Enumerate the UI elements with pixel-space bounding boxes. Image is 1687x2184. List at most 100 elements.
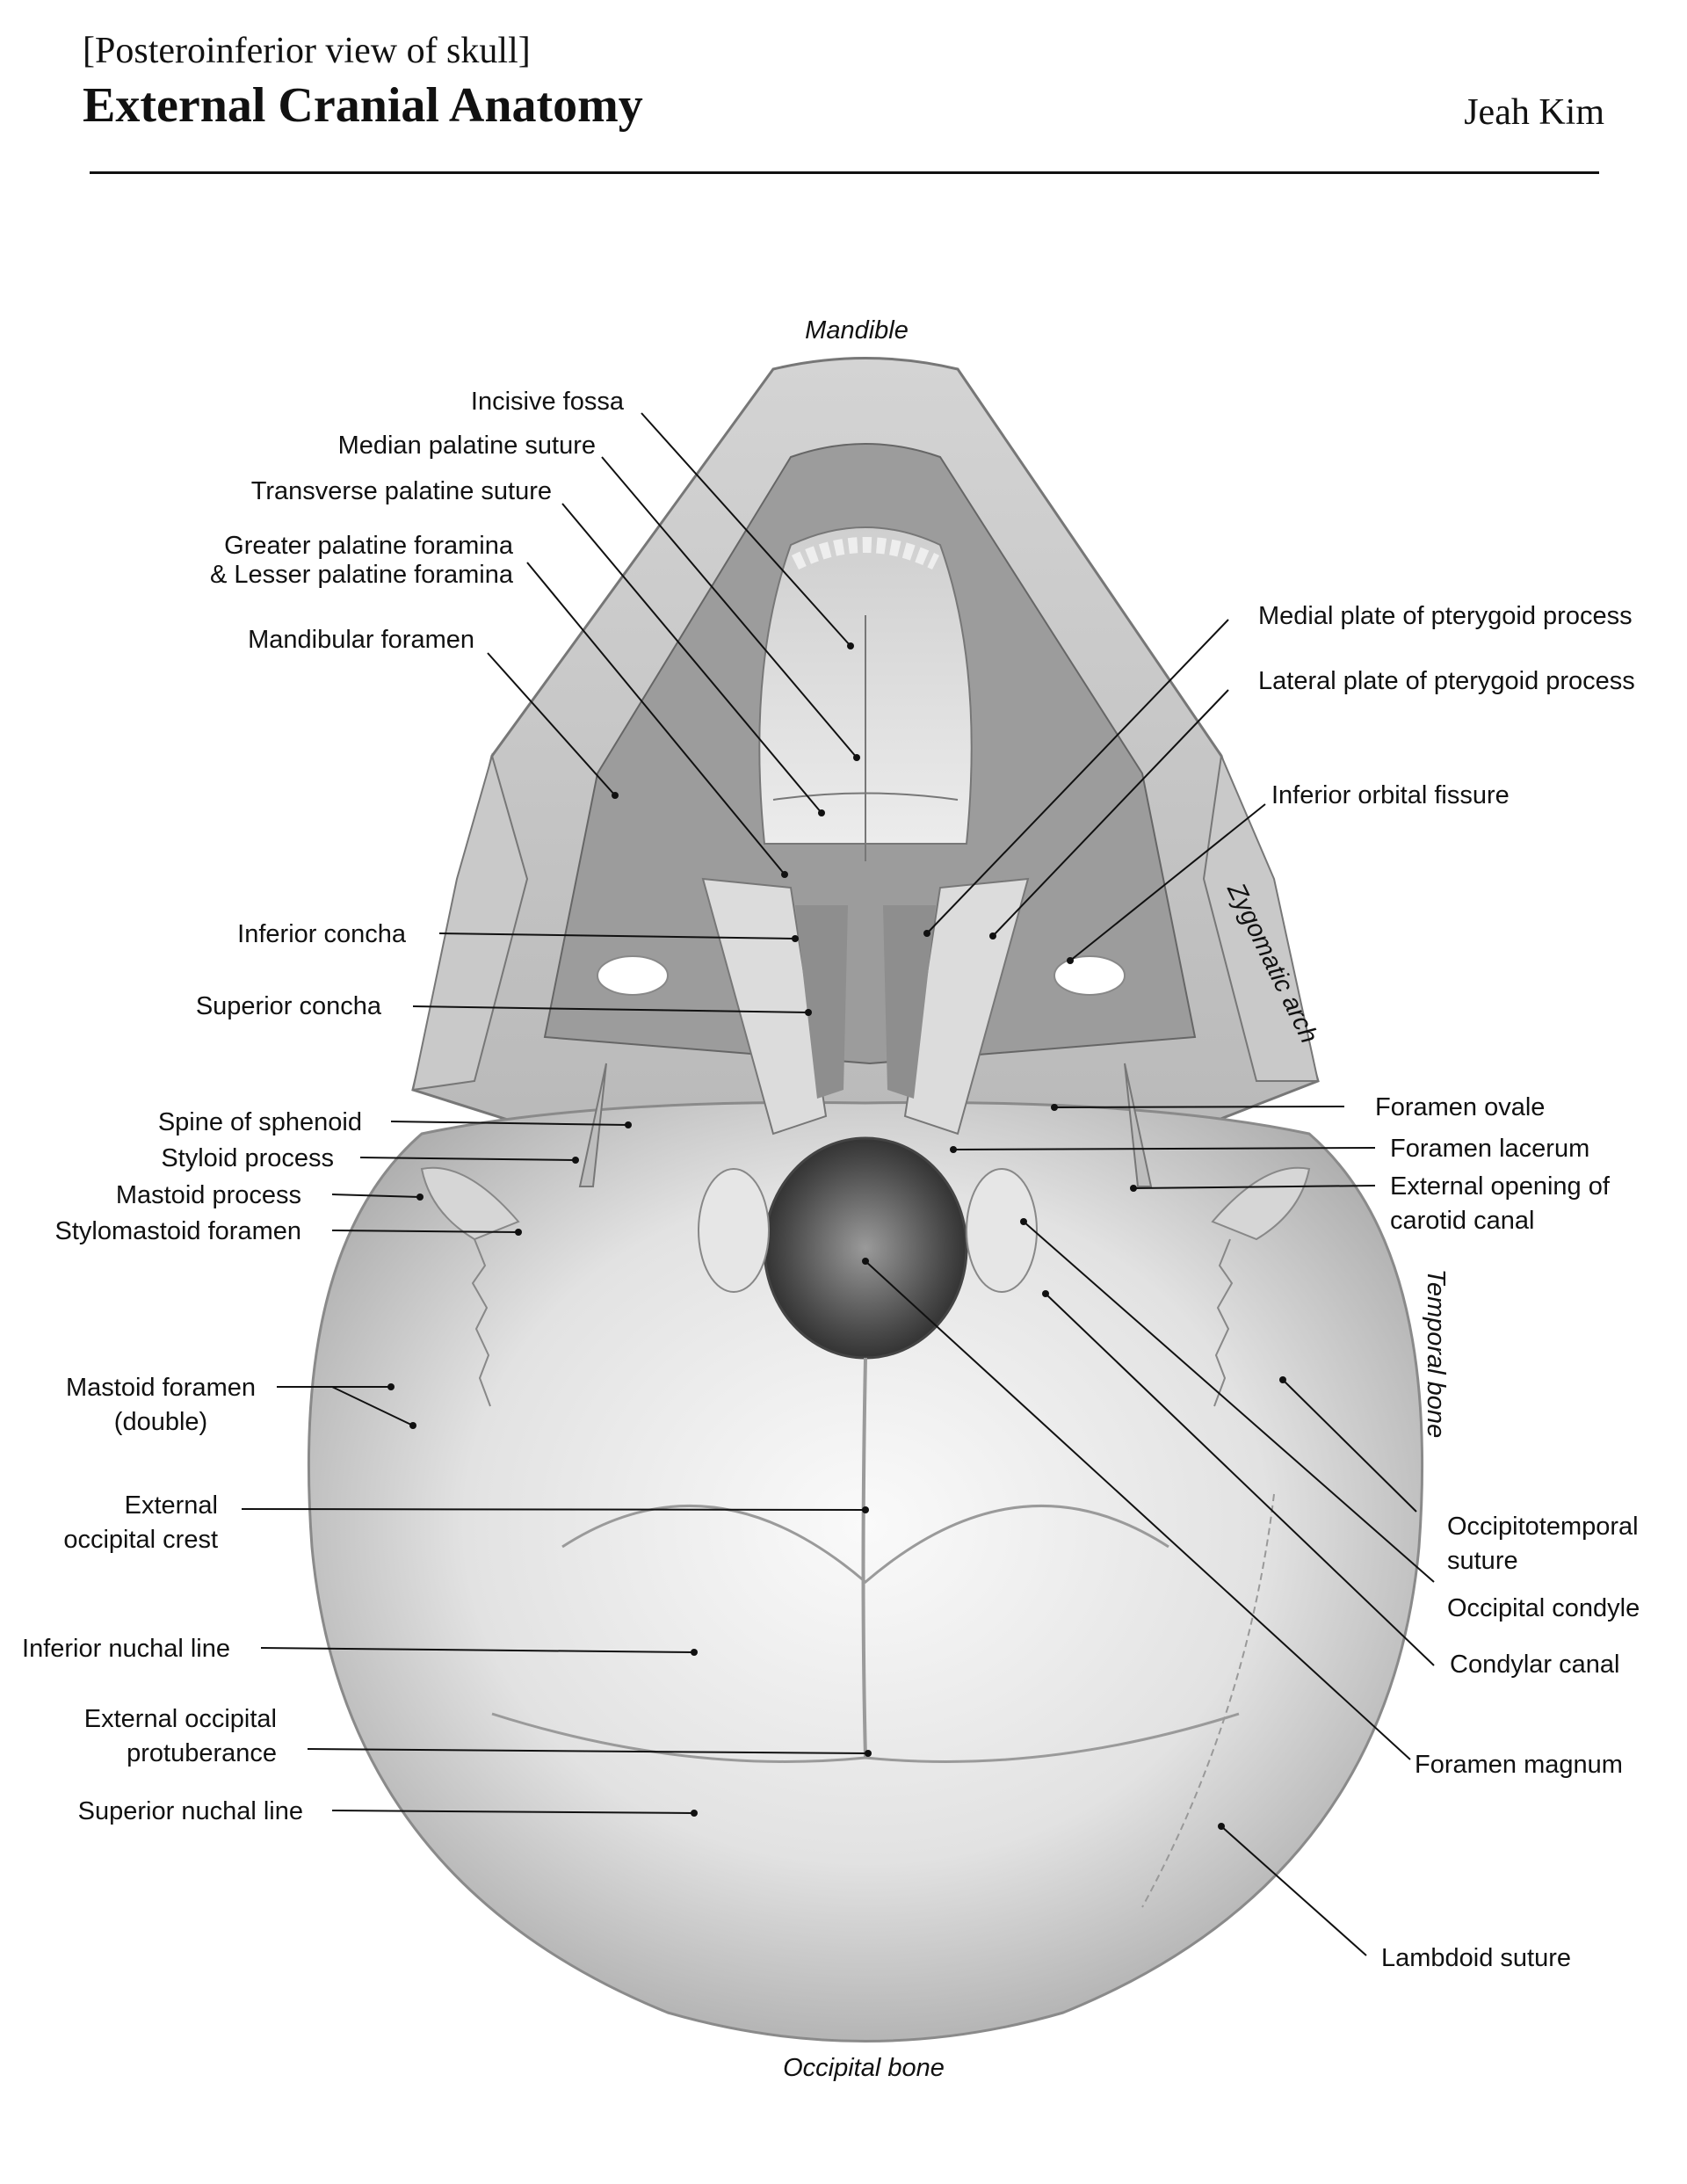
inferior-nuchal-curve	[561, 1504, 1169, 1584]
leader-incisive-fossa	[641, 412, 851, 647]
label-occipital-condyle: Occipital condyle	[1447, 1594, 1640, 1622]
condyle-right-shape	[966, 1168, 1038, 1293]
label-external-occipital-protuberance-1: External occipital	[84, 1705, 277, 1733]
leader-lateral-plate	[992, 689, 1229, 937]
label-transverse-palatine-suture: Transverse palatine suture	[251, 477, 552, 505]
label-external-carotid-2: carotid canal	[1390, 1207, 1534, 1235]
label-greater-palatine-foramina: Greater palatine foramina	[224, 532, 514, 560]
leader-greater-palatine	[526, 562, 786, 875]
superior-nuchal-curve	[491, 1712, 1240, 1763]
dot-occipitotemporal	[1279, 1376, 1286, 1383]
dot-lateral-plate	[989, 932, 996, 940]
dot-spine-sphenoid	[625, 1121, 632, 1128]
labels-right: Medial plate of pterygoid process Latera…	[1258, 602, 1640, 1972]
label-mastoid-process: Mastoid process	[116, 1181, 301, 1209]
teeth-row	[791, 537, 940, 570]
dot-medial-plate	[923, 930, 930, 937]
leader-lambdoid	[1220, 1825, 1367, 1956]
dot-transverse-palatine	[818, 809, 825, 816]
leader-ext-occ-crest	[241, 1508, 866, 1511]
label-foramen-magnum: Foramen magnum	[1415, 1751, 1623, 1779]
region-occipital-bone: Occipital bone	[783, 2054, 945, 2082]
label-superior-nuchal-line: Superior nuchal line	[78, 1797, 303, 1825]
nasal-region	[701, 877, 1030, 1136]
label-mastoid-foramen-double: (double)	[114, 1408, 207, 1436]
label-inferior-orbital-fissure: Inferior orbital fissure	[1271, 781, 1510, 809]
leader-superior-concha	[412, 1005, 809, 1013]
leader-foramen-lacerum	[952, 1147, 1376, 1150]
leader-medial-plate	[926, 619, 1229, 934]
orbital-opening-right	[1053, 955, 1126, 996]
label-lesser-palatine-foramina: & Lesser palatine foramina	[210, 561, 514, 589]
label-lateral-plate: Lateral plate of pterygoid process	[1258, 667, 1635, 695]
leader-foramen-magnum	[865, 1260, 1411, 1760]
leader-condylar-canal	[1045, 1293, 1435, 1666]
dot-styloid	[572, 1157, 579, 1164]
leader-stylomastoid	[331, 1230, 519, 1233]
label-external-carotid-1: External opening of	[1390, 1172, 1611, 1201]
label-medial-plate: Medial plate of pterygoid process	[1258, 602, 1633, 630]
dot-superior-nuchal	[691, 1810, 698, 1817]
choanae-right	[883, 905, 936, 1099]
choanae-left	[795, 905, 848, 1099]
leader-mandibular-foramen	[487, 652, 616, 796]
label-foramen-lacerum: Foramen lacerum	[1390, 1135, 1589, 1163]
dot-ext-carotid	[1130, 1185, 1137, 1192]
dot-mandibular-foramen	[612, 792, 619, 799]
label-condylar-canal: Condylar canal	[1450, 1651, 1619, 1679]
dot-mastoid-foramen-b	[409, 1422, 416, 1429]
leader-spine-sphenoid	[390, 1121, 629, 1126]
dot-greater-palatine	[781, 871, 788, 878]
label-lambdoid-suture: Lambdoid suture	[1381, 1944, 1571, 1972]
figure-subtitle: [Posteroinferior view of skull]	[83, 31, 531, 71]
leader-mastoid-process	[331, 1194, 421, 1198]
leader-occipitotemporal	[1282, 1379, 1417, 1513]
occipital-crest-line	[861, 1357, 867, 1759]
cranial-vault	[307, 1100, 1424, 2043]
occipitomastoid-suture-right	[1213, 1238, 1234, 1407]
transverse-suture-line	[772, 792, 959, 801]
region-temporal-bone: Temporal bone	[1422, 1269, 1450, 1438]
dot-ext-occ-crest	[862, 1506, 869, 1513]
dot-ext-occ-prot	[865, 1750, 872, 1757]
zygomatic-arch-right	[1202, 752, 1320, 1082]
dot-condylar-canal	[1042, 1290, 1049, 1297]
leader-ext-occ-prot	[307, 1748, 869, 1754]
dot-foramen-lacerum	[950, 1146, 957, 1153]
label-superior-concha: Superior concha	[196, 992, 382, 1020]
label-external-occipital-crest-2: occipital crest	[63, 1526, 218, 1554]
dot-superior-concha	[805, 1009, 812, 1016]
label-styloid-process: Styloid process	[161, 1144, 334, 1172]
figure-author: Jeah Kim	[1464, 92, 1604, 133]
leader-transverse-palatine	[561, 503, 822, 814]
dot-inferior-nuchal	[691, 1649, 698, 1656]
label-mandibular-foramen: Mandibular foramen	[248, 626, 474, 654]
leader-styloid	[359, 1157, 576, 1161]
leader-mastoid-foramen-b	[331, 1386, 414, 1426]
leader-superior-nuchal	[331, 1810, 695, 1814]
dot-inferior-concha	[792, 935, 799, 942]
label-stylomastoid-foramen: Stylomastoid foramen	[55, 1217, 301, 1245]
labels-left: Incisive fossa Median palatine suture Tr…	[22, 388, 625, 1825]
leader-inferior-nuchal	[260, 1647, 695, 1653]
label-occipitotemporal-2: suture	[1447, 1547, 1518, 1575]
label-occipitotemporal-1: Occipitotemporal	[1447, 1513, 1639, 1541]
dot-mastoid-process	[416, 1194, 424, 1201]
dot-incisive-fossa	[847, 642, 854, 649]
styloid-right-shape	[1124, 1063, 1153, 1187]
leader-occipital-condyle	[1023, 1221, 1435, 1583]
leader-ext-carotid	[1133, 1185, 1376, 1189]
dot-lambdoid	[1218, 1823, 1225, 1830]
label-incisive-fossa: Incisive fossa	[471, 388, 625, 416]
dot-median-palatine	[853, 754, 860, 761]
dot-occipital-condyle	[1020, 1218, 1027, 1225]
label-spine-of-sphenoid: Spine of sphenoid	[158, 1108, 362, 1136]
orbital-opening-left	[597, 955, 669, 996]
label-external-occipital-crest-1: External	[125, 1491, 218, 1520]
label-inferior-concha: Inferior concha	[237, 920, 407, 948]
dot-foramen-magnum	[862, 1258, 869, 1265]
dot-inferior-orbital	[1067, 957, 1074, 964]
dot-foramen-ovale	[1051, 1104, 1058, 1111]
